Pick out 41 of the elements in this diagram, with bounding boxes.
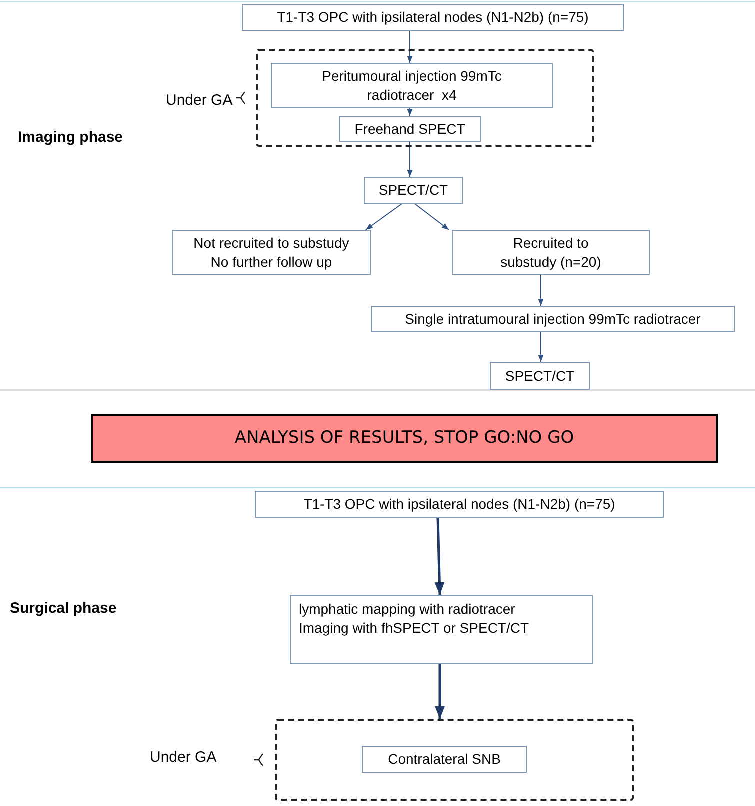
process-box	[452, 230, 650, 275]
box-text: Single intratumoural injection 99mTc radiotracer	[405, 310, 701, 328]
process-box	[371, 306, 735, 332]
box-text: Freehand SPECT	[354, 120, 466, 138]
dashed-group-box	[256, 49, 594, 147]
decision-banner	[91, 414, 718, 463]
process-box	[490, 362, 590, 390]
arrow	[366, 204, 402, 230]
arrow	[414, 204, 450, 230]
process-box	[364, 177, 463, 204]
process-box	[362, 746, 527, 773]
box-text: T1-T3 OPC with ipsilateral nodes (N1-N2b) (n=75)	[277, 8, 589, 27]
dashed-group-box	[275, 719, 634, 801]
arrow	[407, 142, 413, 178]
process-box	[242, 4, 624, 31]
side-label: Under GA	[150, 748, 217, 768]
box-text: SPECT/CT	[378, 181, 448, 200]
arrow	[407, 30, 413, 64]
arrow	[435, 664, 445, 719]
process-box	[290, 595, 593, 664]
arrow	[538, 332, 544, 362]
process-box	[271, 63, 553, 108]
box-text: Imaging with fhSPECT or SPECT/CT	[299, 619, 530, 638]
box-text: Recruited to substudy (n=20)	[500, 234, 602, 272]
box-text: SPECT/CT	[505, 366, 575, 386]
box-text: lymphatic mapping with radiotracer	[299, 600, 516, 619]
arrow	[538, 274, 544, 306]
box-text: Not recruited to substudy	[194, 234, 350, 252]
arrow	[407, 108, 413, 116]
side-label: Under GA	[166, 91, 233, 111]
box-text: T1-T3 OPC with ipsilateral nodes (N1-N2b) (n=75)	[304, 495, 616, 514]
process-box	[172, 230, 371, 275]
phase-label: Imaging phase	[18, 128, 124, 148]
process-box	[339, 116, 481, 142]
box-text: No further follow up	[210, 252, 332, 272]
phase-label: Surgical phase	[10, 599, 117, 619]
box-text: Contralateral SNB	[388, 750, 501, 769]
box-text: Peritumoural injection 99mTc radiotracer x4	[321, 66, 503, 104]
process-box	[255, 491, 664, 518]
banner-text: ANALYSIS OF RESULTS, STOP GO:NO GO	[234, 426, 574, 450]
arrow	[434, 518, 445, 596]
